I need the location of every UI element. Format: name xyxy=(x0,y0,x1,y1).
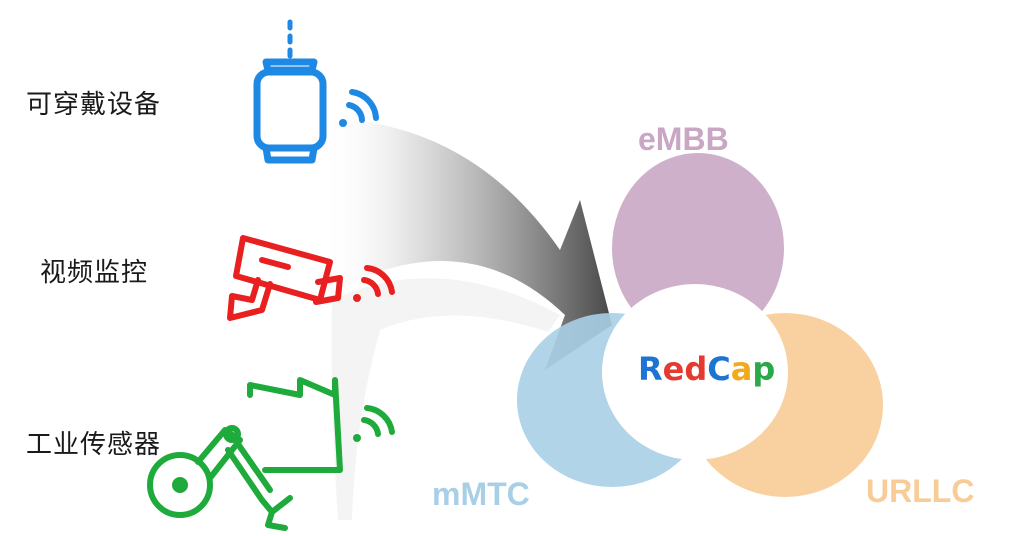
wearable-label: 可穿戴设备 xyxy=(26,90,162,120)
redcap-circle xyxy=(602,284,788,460)
mmtc-label: mMTC xyxy=(432,476,530,512)
urllc-label: URLLC xyxy=(866,473,974,509)
convergence-arrow xyxy=(320,118,612,370)
redcap-label: RedCap xyxy=(638,350,775,388)
redcap-letter-r: R xyxy=(638,350,663,388)
redcap-letter-p: p xyxy=(752,350,775,388)
redcap-letter-a: a xyxy=(731,350,753,388)
surveillance-label: 视频监控 xyxy=(40,258,149,288)
factory-robot-arm-icon xyxy=(147,377,343,531)
industrial-wifi-icon xyxy=(353,405,395,442)
security-camera-icon xyxy=(227,235,343,321)
embb-label: eMBB xyxy=(638,121,729,157)
industrial-sensor-label: 工业传感器 xyxy=(26,430,162,460)
wearable-wifi-icon xyxy=(339,89,379,127)
convergence-arrow-tail xyxy=(331,278,560,520)
redcap-letter-d: d xyxy=(684,350,707,388)
surveillance-wifi-icon xyxy=(353,265,395,302)
smartwatch-icon xyxy=(253,19,327,164)
redcap-letter-e: e xyxy=(663,350,685,388)
redcap-letter-c: C xyxy=(707,350,730,388)
